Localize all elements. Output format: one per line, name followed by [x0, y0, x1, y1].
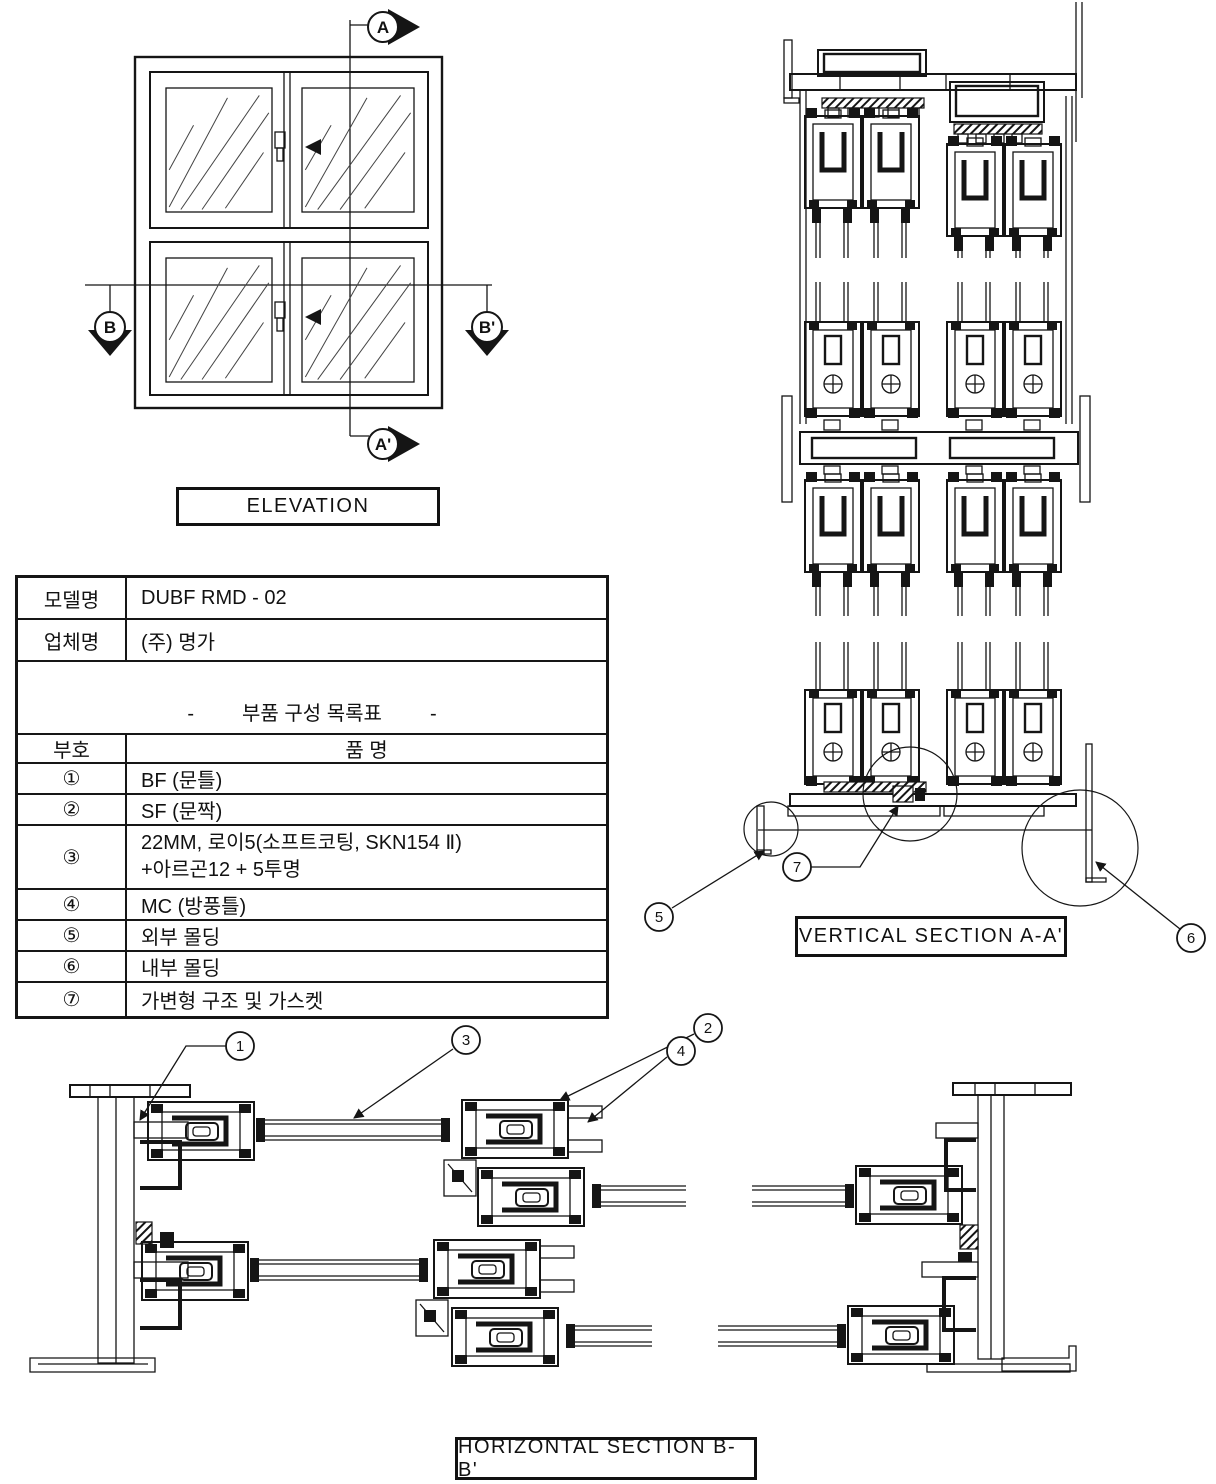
company-value: (주) 명가: [141, 631, 216, 654]
company-label: 업체명: [18, 620, 127, 660]
callout-4: 4: [666, 1036, 696, 1066]
svg-text:1: 1: [236, 1038, 244, 1055]
table-row: ① BF (문틀): [18, 762, 606, 793]
callout-2: 2: [693, 1013, 723, 1043]
table-row: ⑥ 내부 몰딩: [18, 950, 606, 981]
table-row: ④ MC (방풍틀): [18, 888, 606, 919]
dash: -: [187, 703, 195, 725]
table-row-model: 모델명 DUBF RMD - 02: [18, 578, 606, 618]
parts-table: 모델명 DUBF RMD - 02 업체명 (주) 명가 - 부품 구성 목록표…: [15, 575, 609, 1019]
table-row: ③ 22MM, 로이5(소프트코팅, SKN154 Ⅱ) +아르곤12 + 5투…: [18, 824, 606, 888]
table-row: ⑦ 가변형 구조 및 가스켓: [18, 981, 606, 1016]
callout-6: 6: [1176, 923, 1206, 953]
horizontal-section-title: HORIZONTAL SECTION B-B': [455, 1435, 757, 1481]
part-name-line1: 22MM, 로이5(소프트코팅, SKN154 Ⅱ): [141, 832, 462, 854]
col-header-no: 부호: [18, 735, 127, 762]
vertical-section-title-text: VERTICAL SECTION A-A': [798, 925, 1064, 947]
part-name: SF (문짝): [141, 801, 223, 823]
callout-7: 7: [782, 852, 812, 882]
part-no: ④: [18, 890, 127, 919]
section-marker-a: A: [367, 9, 420, 45]
elevation-title: ELEVATION: [176, 487, 440, 526]
model-label: 모델명: [18, 578, 127, 618]
part-no: ②: [18, 795, 127, 824]
part-name: MC (방풍틀): [141, 896, 247, 918]
model-value: DUBF RMD - 02: [141, 586, 287, 609]
parts-list-title: 부품 구성 목록표: [242, 703, 382, 725]
horizontal-section-drawing: 1 3 2 4: [29, 1013, 1077, 1373]
vertical-section-drawing: 5 7 6: [644, 2, 1206, 953]
col-header-name: 품 명: [345, 740, 388, 762]
svg-text:2: 2: [704, 1020, 712, 1037]
part-no: ⑥: [18, 952, 127, 981]
section-marker-b-prime: B': [465, 311, 509, 356]
elevation-title-text: ELEVATION: [246, 495, 370, 517]
part-name: 가변형 구조 및 가스켓: [141, 991, 324, 1013]
svg-text:B': B': [479, 318, 495, 337]
vertical-section-title: VERTICAL SECTION A-A': [795, 916, 1067, 957]
parts-list-title-row: - 부품 구성 목록표 -: [18, 660, 606, 733]
part-no: ①: [18, 764, 127, 793]
part-no: ⑤: [18, 921, 127, 950]
table-row: ⑤ 외부 몰딩: [18, 919, 606, 950]
glass-gaskets: [812, 208, 1052, 251]
table-row-company: 업체명 (주) 명가: [18, 618, 606, 660]
part-name: 내부 몰딩: [141, 958, 221, 980]
svg-text:A': A': [375, 435, 391, 454]
svg-text:7: 7: [793, 859, 801, 876]
part-no: ⑦: [18, 983, 127, 1016]
part-name: BF (문틀): [141, 770, 223, 792]
glazing-lower: [815, 572, 1049, 690]
svg-text:6: 6: [1187, 930, 1195, 947]
section-marker-b: B: [88, 311, 132, 356]
part-name-line2: +아르곤12 + 5투명: [141, 859, 301, 881]
elevation-drawing: A A' B B': [85, 9, 509, 462]
table-row: ② SF (문짝): [18, 793, 606, 824]
part-name: 22MM, 로이5(소프트코팅, SKN154 Ⅱ) +아르곤12 + 5투명: [127, 826, 606, 888]
svg-text:5: 5: [655, 909, 663, 926]
table-header-row: 부호 품 명: [18, 733, 606, 762]
svg-text:4: 4: [677, 1043, 685, 1060]
window-handle: [274, 131, 286, 332]
part-name: 외부 몰딩: [141, 927, 221, 949]
part-no: ③: [18, 826, 127, 888]
callout-3: 3: [451, 1025, 481, 1055]
slide-arrow-icon: [305, 309, 321, 325]
callout-1: 1: [225, 1031, 255, 1061]
section-marker-a-prime: A': [367, 426, 420, 462]
dash: -: [429, 703, 437, 725]
horizontal-section-title-text: HORIZONTAL SECTION B-B': [458, 1435, 737, 1481]
slide-arrow-icon: [305, 139, 321, 155]
svg-text:B: B: [104, 318, 116, 337]
svg-text:3: 3: [462, 1032, 470, 1049]
svg-text:A: A: [377, 18, 389, 37]
glass-gaskets: [812, 572, 1052, 587]
callout-5: 5: [644, 902, 674, 932]
